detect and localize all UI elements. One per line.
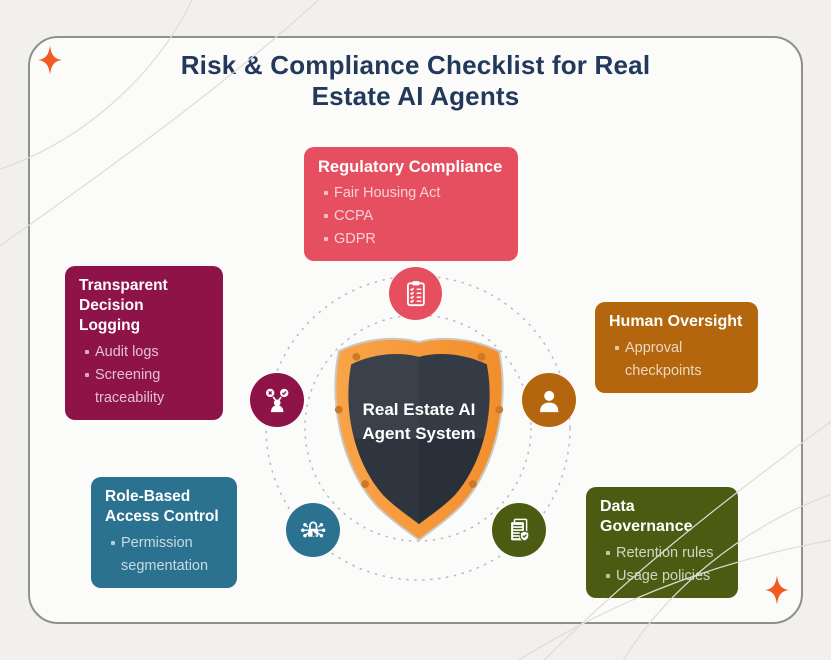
bullet-dot (79, 364, 95, 410)
decision-icon (265, 388, 289, 412)
shield-label-line2: Agent System (362, 424, 476, 443)
shield-label-line1: Real Estate AI (362, 400, 476, 419)
card-title: Transparent Decision Logging (79, 277, 168, 334)
page-title-line1: Risk & Compliance Checklist for Real (180, 50, 651, 80)
governance-icon-circle (492, 503, 546, 557)
bullet-dot (600, 565, 616, 588)
logging-icon-circle (250, 373, 304, 427)
shield-rivets (334, 352, 504, 488)
card-title: Regulatory Compliance (318, 158, 503, 176)
bullet-dot (318, 228, 334, 251)
bullet-dot (318, 182, 334, 205)
card-title: Role-Based Access Control (105, 488, 219, 525)
page-title-line2: Estate AI Agents (311, 81, 520, 111)
regulatory-icon-circle (389, 267, 442, 320)
access-icon-circle (286, 503, 340, 557)
page-title: Risk & Compliance Checklist for Real Est… (0, 50, 831, 112)
document-shield-icon (510, 518, 530, 542)
regulatory-compliance-card: Regulatory Compliance Fair Housing Act C… (304, 147, 518, 261)
list-item: Approval checkpoints (609, 337, 744, 383)
user-icon (539, 390, 559, 412)
list-item: CCPA (318, 205, 504, 228)
list-item: Retention rules (600, 542, 724, 565)
card-title: Human Oversight (609, 313, 743, 330)
role-based-access-control-card: Role-Based Access Control Permission seg… (91, 477, 237, 588)
shield-label: Real Estate AI Agent System (326, 398, 512, 446)
list-item: Audit logs (79, 341, 209, 364)
bullet-dot (609, 337, 625, 383)
transparent-decision-logging-card: Transparent Decision Logging Audit logs … (65, 266, 223, 420)
card-title: Data Governance (600, 498, 693, 535)
oversight-icon-circle (522, 373, 576, 427)
list-item: Fair Housing Act (318, 182, 504, 205)
checklist-icon (406, 280, 425, 306)
bullet-dot (79, 341, 95, 364)
shield-icon (334, 337, 504, 542)
central-shield (326, 337, 512, 543)
bullet-dot (105, 532, 121, 578)
human-oversight-card: Human Oversight Approval checkpoints (595, 302, 758, 393)
list-item: Usage policies (600, 565, 724, 588)
list-item: GDPR (318, 228, 504, 251)
bullet-dot (318, 205, 334, 228)
data-governance-card: Data Governance Retention rules Usage po… (586, 487, 738, 598)
list-item: Permission segmentation (105, 532, 223, 578)
bullet-dot (600, 542, 616, 565)
list-item: Screening traceability (79, 364, 209, 410)
access-lock-icon (300, 521, 326, 538)
